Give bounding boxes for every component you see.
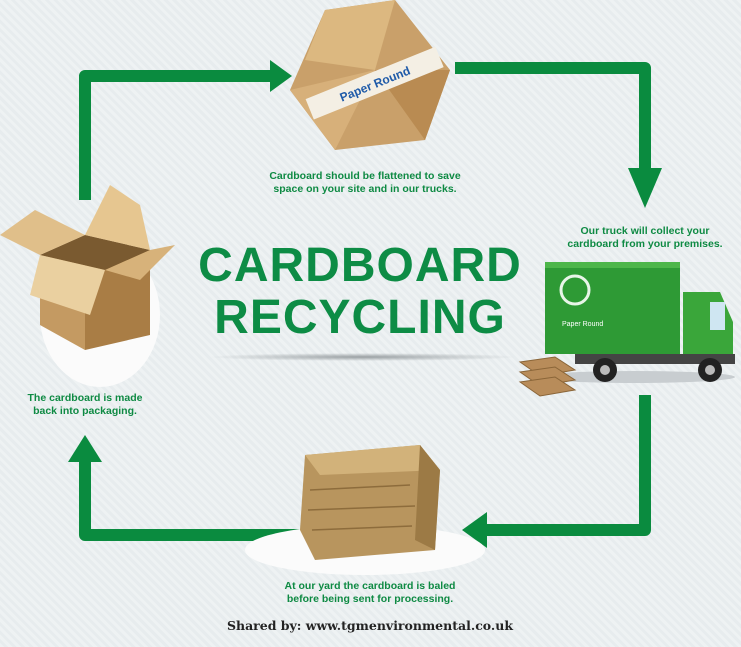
open-box-image	[0, 185, 175, 387]
title-line-2: RECYCLING	[214, 291, 506, 344]
arrowhead-left-icon	[462, 512, 487, 548]
step-collect-caption: Our truck will collect your cardboard fr…	[560, 225, 730, 251]
step-flatten-caption: Cardboard should be flattened to save sp…	[255, 170, 475, 196]
caption-line: Cardboard should be flattened to save	[269, 170, 461, 182]
caption-line: before being sent for processing.	[286, 593, 454, 605]
caption-line: The cardboard is made	[27, 392, 143, 404]
title-underline-shadow	[208, 353, 518, 361]
flattened-cardboard-image: Paper Round	[290, 0, 450, 150]
arrowhead-up-icon	[68, 435, 102, 462]
caption-line: cardboard from your premises.	[567, 238, 723, 250]
truck-brand-label: Paper Round	[562, 321, 603, 328]
caption-line: Our truck will collect your	[580, 225, 710, 237]
arrowhead-right-icon	[270, 60, 292, 92]
caption-line: space on your site and in our trucks.	[273, 183, 457, 195]
title-line-1: CARDBOARD	[198, 239, 522, 292]
page-title: CARDBOARD RECYCLING	[195, 240, 525, 344]
caption-line: back into packaging.	[33, 405, 137, 417]
arrow-left-to-top	[79, 70, 272, 200]
credit-text: Shared by: www.tgmenvironmental.co.uk	[226, 618, 514, 633]
step-baling-caption: At our yard the cardboard is baled befor…	[240, 580, 500, 606]
runner-logo-icon	[559, 274, 591, 306]
arrow-top-to-right	[455, 62, 651, 170]
arrow-right-to-bottom	[485, 395, 651, 536]
cardboard-bale-image	[245, 445, 485, 575]
step-packaging-caption: The cardboard is made back into packagin…	[10, 392, 160, 418]
truck-image: Paper Round	[518, 262, 735, 397]
arrow-bottom-to-left	[79, 460, 310, 541]
cardboard-stack	[518, 356, 577, 397]
arrowhead-down-icon	[628, 168, 662, 208]
caption-line: At our yard the cardboard is baled	[284, 580, 456, 592]
